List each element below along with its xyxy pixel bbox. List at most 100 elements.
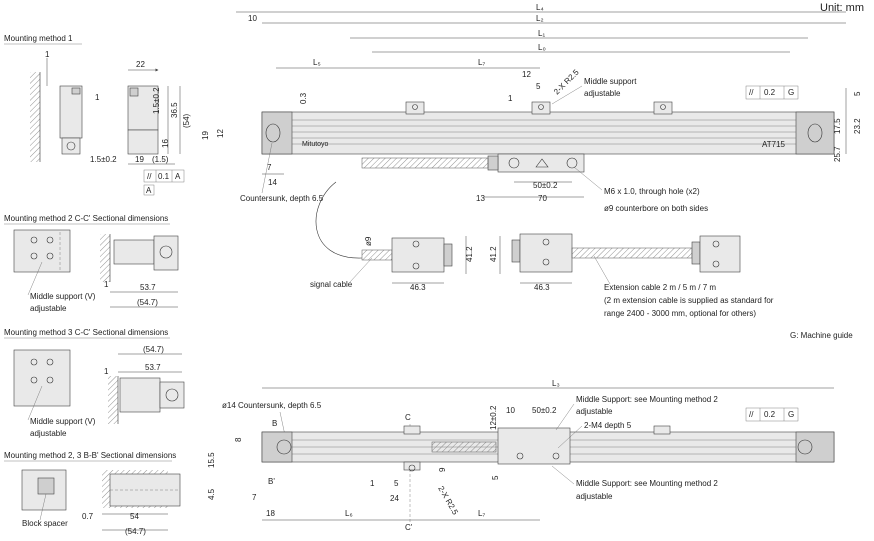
top-tolerance-frame (745, 85, 799, 100)
bottom-l7: L₇ (478, 509, 485, 518)
top-l4: L₄ (536, 3, 544, 12)
extension-cable-1: Extension cable 2 m / 5 m / 7 m (604, 283, 716, 292)
top-brand: Mitutoyo (302, 141, 329, 148)
m3-note-1: Middle support (V) (30, 417, 96, 426)
top-cb-note: ø9 counterbore on both sides (604, 204, 708, 213)
cable-d9: ø9 (364, 236, 373, 246)
extension-cable-3: range 2400 - 3000 mm, optional for other… (604, 309, 756, 318)
signal-cable-label: signal cable (310, 280, 353, 289)
bottom-d50: 50±0.2 (532, 406, 557, 415)
m1-dim-365: 36.5 (170, 102, 179, 118)
top-tol-value: 0.2 (764, 88, 776, 97)
m1-dim-1b: 1 (95, 93, 100, 102)
unit-label: Unit: mm (820, 2, 864, 14)
svg-text://: // (749, 88, 754, 97)
m2-dim-547: (54.7) (137, 298, 158, 307)
top-d5: 5 (536, 82, 541, 91)
bottom-d155: 15.5 (207, 452, 216, 468)
mounting-method-1: Mounting method 1 1 1 22 1.5±0.2 36.5 (5… (4, 34, 191, 196)
m23-dim-54: 54 (130, 512, 139, 521)
m3-dim-1: 1 (104, 367, 109, 376)
bottom-m4: 2-M4 depth 5 (584, 421, 632, 430)
m2-note-2: adjustable (30, 304, 67, 313)
m1-dim-54: (54) (182, 113, 191, 128)
top-l1: L₁ (538, 29, 545, 38)
m1-dim-15: 1.5±0.2 (152, 87, 161, 114)
m23-dim-07: 0.7 (82, 512, 94, 521)
bottom-bp: B' (268, 477, 275, 486)
bottom-d18: 18 (266, 509, 275, 518)
m1-dim-15b: 1.5±0.2 (90, 155, 117, 164)
m1-tolerance-frame (143, 169, 185, 183)
m23-dim-547: (54.7) (125, 527, 146, 536)
m1-dim-19: 19 (135, 155, 144, 164)
m3-note-2: adjustable (30, 429, 67, 438)
m1-dim-16: 16 (161, 139, 170, 148)
top-d232: 23.2 (853, 118, 862, 134)
m1-datum: A (175, 172, 181, 181)
top-d12: 12 (522, 70, 531, 79)
top-l2: L₂ (536, 14, 544, 23)
m2-dim-1: 1 (104, 280, 109, 289)
top-d13: 13 (476, 194, 485, 203)
bottom-cp: C' (405, 523, 413, 532)
top-d10: 10 (248, 14, 257, 23)
top-model: AT715 (762, 140, 786, 149)
top-d1: 1 (508, 94, 513, 103)
m23-block-spacer: Block spacer (22, 519, 68, 528)
m1-dim-22: 22 (136, 60, 145, 69)
m2-dim-537: 53.7 (140, 283, 156, 292)
top-m6-note: M6 x 1.0, through hole (x2) (604, 187, 700, 196)
top-tol-datum: G (788, 88, 794, 97)
bottom-d5b: 5 (491, 475, 500, 480)
bottom-d5: 5 (394, 479, 399, 488)
top-l0: L₀ (538, 43, 546, 52)
cable-d463b: 46.3 (534, 283, 550, 292)
bottom-b: B (272, 419, 277, 428)
bottom-d8: 8 (234, 437, 243, 442)
bottom-tol-datum: G (788, 410, 794, 419)
top-l7: L₇ (478, 58, 485, 67)
bottom-countersunk: ø14 Countersunk, depth 6.5 (222, 401, 322, 410)
bottom-r25: 2-X R2.5 (436, 485, 460, 517)
top-l5: L₅ (313, 58, 321, 67)
bottom-d24: 24 (390, 494, 399, 503)
bottom-l6: L₆ (345, 509, 353, 518)
bottom-ms1: Middle Support: see Mounting method 2 (576, 395, 718, 404)
bottom-d7: 7 (252, 493, 257, 502)
cable-assembly: ø9 41.2 46.3 signal cable 41.2 46.3 Exte… (310, 181, 774, 318)
cable-d412b: 41.2 (489, 246, 498, 262)
extension-cable-2: (2 m extension cable is supplied as stan… (604, 296, 774, 305)
m1-tol-value: 0.1 (158, 172, 170, 181)
top-d19: 19 (201, 131, 210, 140)
top-scale-view: L₄ L₂ 10 L₁ L₀ L₅ L₇ 12 5 1 2-X R2.5 Mid… (201, 3, 862, 213)
bottom-l3: L₃ (552, 379, 560, 388)
mounting-method-2: Mounting method 2 C-C' Sectional dimensi… (4, 214, 179, 313)
top-d257: 25.7 (833, 146, 842, 162)
top-d14: 14 (268, 178, 277, 187)
bottom-d45: 4.5 (207, 488, 216, 500)
bottom-ms1b: adjustable (576, 407, 613, 416)
machine-guide-label: G: Machine guide (790, 331, 853, 340)
mounting-method-1-title: Mounting method 1 (4, 34, 73, 43)
mounting-method-3-title: Mounting method 3 C-C' Sectional dimensi… (4, 328, 168, 337)
mounting-method-3: Mounting method 3 C-C' Sectional dimensi… (4, 328, 185, 438)
bottom-c: C (405, 413, 411, 422)
svg-text://: // (749, 410, 754, 419)
cable-d412: 41.2 (465, 246, 474, 262)
m1-datum-a: A (146, 186, 152, 195)
m1-dim-1: 1 (45, 50, 50, 59)
top-d12b: 12 (216, 129, 225, 138)
bottom-ms2: Middle Support: see Mounting method 2 (576, 479, 718, 488)
bottom-d9: 9 (438, 467, 447, 472)
bottom-ms2b: adjustable (576, 492, 613, 501)
top-d175: 17.5 (833, 118, 842, 134)
top-r25: 2-X R2.5 (552, 67, 581, 96)
m1-dim-15c: (1.5) (152, 155, 169, 164)
top-countersunk: Countersunk, depth 6.5 (240, 194, 324, 203)
top-mid-note-1: Middle support (584, 77, 637, 86)
bottom-d12: 12±0.2 (489, 405, 498, 430)
bottom-d1: 1 (370, 479, 375, 488)
m3-dim-547: (54.7) (143, 345, 164, 354)
cable-d463: 46.3 (410, 283, 426, 292)
